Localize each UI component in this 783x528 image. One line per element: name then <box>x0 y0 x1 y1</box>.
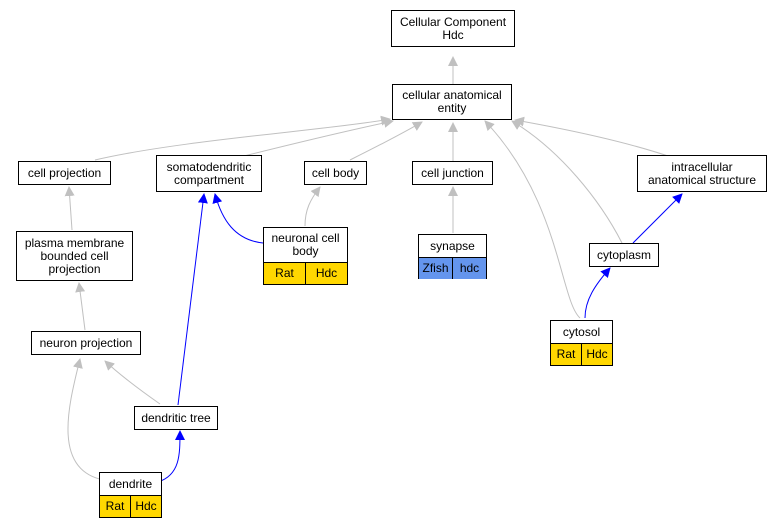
annotation-row: Rat Hdc <box>264 262 347 284</box>
annotation-row: Rat Hdc <box>100 495 161 517</box>
node-label: dendritic tree <box>141 410 211 425</box>
edge-dendrite-to-dendritic-tree <box>157 430 185 483</box>
edge-cytosol-to-cellular-anatomical-entity <box>484 120 581 319</box>
node-cell-junction[interactable]: cell junction <box>412 161 493 185</box>
edge-neuronal-cell-body-to-cell-body <box>304 186 321 227</box>
node-cytosol[interactable]: cytosol Rat Hdc <box>550 320 613 366</box>
edge-intracellular-structure-to-cellular-anatomical-entity <box>514 116 669 157</box>
species-cell-rat: Rat <box>100 496 130 517</box>
gene-cell-hdc: hdc <box>452 258 486 279</box>
annotation-row: Zfish hdc <box>419 257 486 279</box>
edge-cell-body-to-cellular-anatomical-entity <box>349 121 423 161</box>
node-cell-body[interactable]: cell body <box>304 161 367 185</box>
gene-cell-hdc: Hdc <box>130 496 161 517</box>
species-cell-rat: Rat <box>264 263 305 284</box>
node-label: cell junction <box>421 165 484 180</box>
edge-somatodendritic-compartment-to-cellular-anatomical-entity <box>239 117 394 158</box>
node-synapse[interactable]: synapse Zfish hdc <box>418 234 487 279</box>
edge-neuron-projection-to-plasma-membrane <box>75 282 86 331</box>
edge-dendrite-to-neuron-projection <box>67 358 105 481</box>
annotation-row: Rat Hdc <box>551 343 612 365</box>
node-dendrite[interactable]: dendrite Rat Hdc <box>99 472 162 518</box>
node-label: cell projection <box>27 165 102 180</box>
node-label: cytosol <box>562 324 601 339</box>
edge-dendritic-tree-to-neuron-projection <box>104 360 161 405</box>
node-dendritic-tree[interactable]: dendritic tree <box>134 406 218 430</box>
gene-cell-hdc: Hdc <box>305 263 347 284</box>
node-label: synapse <box>430 238 475 253</box>
edge-dendritic-tree-to-somatodendritic <box>177 193 208 406</box>
node-label: neuron projection <box>39 335 133 350</box>
edge-neuronal-cell-body-to-somatodendritic <box>212 193 264 244</box>
node-cell-projection[interactable]: cell projection <box>18 161 111 185</box>
edge-cell-projection-to-cellular-anatomical-entity <box>94 115 391 161</box>
species-cell-rat: Rat <box>551 344 581 365</box>
node-label: cell body <box>311 165 360 180</box>
node-cytoplasm[interactable]: cytoplasm <box>589 243 659 267</box>
node-label: dendrite <box>108 476 153 491</box>
gene-cell-hdc: Hdc <box>581 344 612 365</box>
edge-cytosol-to-cytoplasm <box>584 267 611 319</box>
node-neuron-projection[interactable]: neuron projection <box>31 331 141 355</box>
edge-cytoplasm-to-intracellular-structure <box>632 193 683 244</box>
edge-cytoplasm-to-cellular-anatomical-entity <box>511 120 623 244</box>
edge-plasma-membrane-to-cell-projection <box>64 186 75 231</box>
node-label: cytoplasm <box>596 247 652 262</box>
species-cell-zfish: Zfish <box>419 258 452 279</box>
